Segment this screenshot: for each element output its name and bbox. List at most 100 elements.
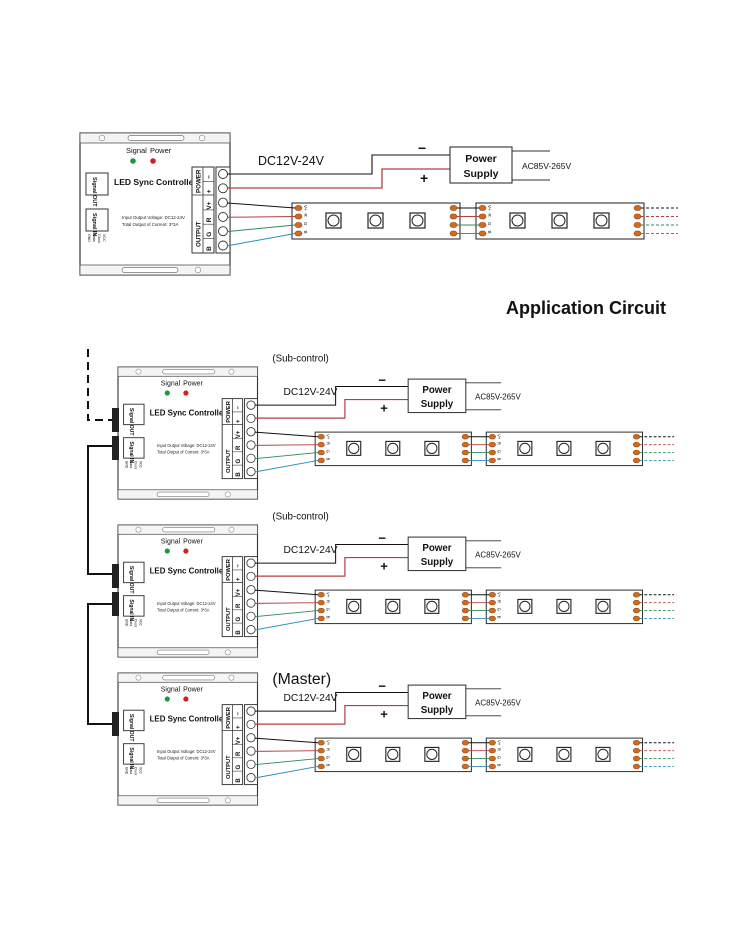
pad-label-r: R [303,214,308,218]
controller-to-strip-wire [254,452,318,460]
controller-to-strip-wire [226,233,296,247]
signal-in-connector [112,436,119,460]
ac-input-label: AC85V-265V [475,551,521,560]
terminal-label-2: V+ [236,588,242,596]
solder-pad-output [461,608,469,614]
mounting-hole [98,134,106,142]
smd-led-lens [327,214,340,227]
pad-label-g: G [303,222,308,226]
solder-pad-output [449,205,458,211]
solder-pad-input [317,763,325,770]
solder-pad-output [632,450,640,456]
dc-plus-wire [254,556,409,577]
psu-plus-sign: + [380,559,388,574]
signal-chain-wiring [87,345,119,736]
terminal-label-3: R [236,751,242,756]
psu-minus-sign: − [378,373,386,388]
signal-out-connector [112,564,119,588]
solder-pad-input [317,450,325,456]
mounting-hole [224,491,231,498]
ac-input-label: AC85V-265V [475,699,521,708]
controller-name: LED Sync Controller [114,177,197,187]
solder-pad-output [461,442,469,448]
signal-in-port [123,743,145,765]
solder-pad-output [449,230,458,237]
solder-pad-input [488,740,496,746]
terminal-label-2: V+ [236,736,242,744]
mounting-slot-top [162,674,216,681]
screw-terminal-0 [246,400,256,410]
mounting-hole [135,674,142,681]
signal-out-label: Signal OUT [128,566,134,594]
terminal-label-5: B [236,630,242,635]
pad-label-g: G [325,608,330,611]
terminal-label-3: R [236,603,242,608]
controller-to-strip-wire [254,750,318,752]
terminal-label-4: G [236,764,242,769]
screw-terminal-5 [246,467,256,477]
solder-pad-input [488,608,496,614]
signal-out-connector [112,712,119,736]
pin-label-data: Data [129,461,133,468]
power-group-label: POWER [226,400,232,423]
smd-led-lens [597,600,609,612]
power-led-indicator [183,548,189,554]
terminal-label-3: R [206,217,213,222]
power-supply-label-line1: Power [465,153,497,165]
solder-pad-output [461,756,469,762]
signal-led-label: Signal [161,539,181,546]
pin-label-data: Data [129,619,133,626]
smd-led-lens [519,442,531,454]
pad-label-vplus: V+ [487,205,492,211]
screw-terminal-5 [246,625,256,635]
pad-label-b: B [325,764,330,767]
signal-in-label: Signal IN [91,213,97,237]
pin-label-gnd: GND [124,619,128,627]
screw-terminal-2 [246,427,256,437]
signal-out-port [123,403,145,426]
signal-out-label: Signal OUT [91,177,97,207]
solder-pad-output [632,615,640,622]
strip-segment: V+RGB [457,202,678,240]
screw-terminal-3 [218,211,228,222]
signal-out-dashed-continuation [87,345,116,421]
solder-pad-output [461,434,469,440]
power-supply-label-line1: Power [422,691,451,702]
mounting-hole [228,526,235,533]
power-group-label: POWER [226,558,232,581]
screw-terminal-0 [218,169,228,179]
diagram-title: Application Circuit [506,298,666,318]
solder-pad-input [488,450,496,456]
smd-led-lens [369,214,382,227]
screw-terminal-0 [246,706,256,716]
terminal-label-3: R [236,445,242,450]
solder-pad-input [317,442,325,448]
solder-pad-input [317,592,325,598]
mounting-hole [198,134,206,142]
pin-label-gnd: GND [87,234,91,242]
output-group-label: OUTPUT [196,221,203,247]
signal-led-indicator [130,158,136,164]
screw-terminal-4 [246,759,256,769]
dc-plus-wire [227,168,450,189]
terminal-label-0: − [236,406,242,410]
pad-label-b: B [496,616,501,619]
power-led-label: Power [150,146,172,155]
screw-terminal-4 [246,453,256,463]
strip-segment: V+RGB [254,589,472,631]
spec-current: Total Output of Current: 3*3A [157,607,210,612]
pin-label-vcc: VCC [138,767,142,775]
solder-pad-input [294,230,303,237]
pad-label-r: R [496,600,501,603]
dc-minus-wire [254,544,409,564]
pad-label-vplus: V+ [325,740,330,746]
dc-minus-wire [227,154,450,175]
power-led-label: Power [183,381,203,388]
output-group-label: OUTPUT [226,755,232,779]
smd-led-lens [348,442,360,454]
power-supply-box [449,146,513,184]
power-supply-box [407,684,467,720]
smd-led-lens [595,214,608,227]
